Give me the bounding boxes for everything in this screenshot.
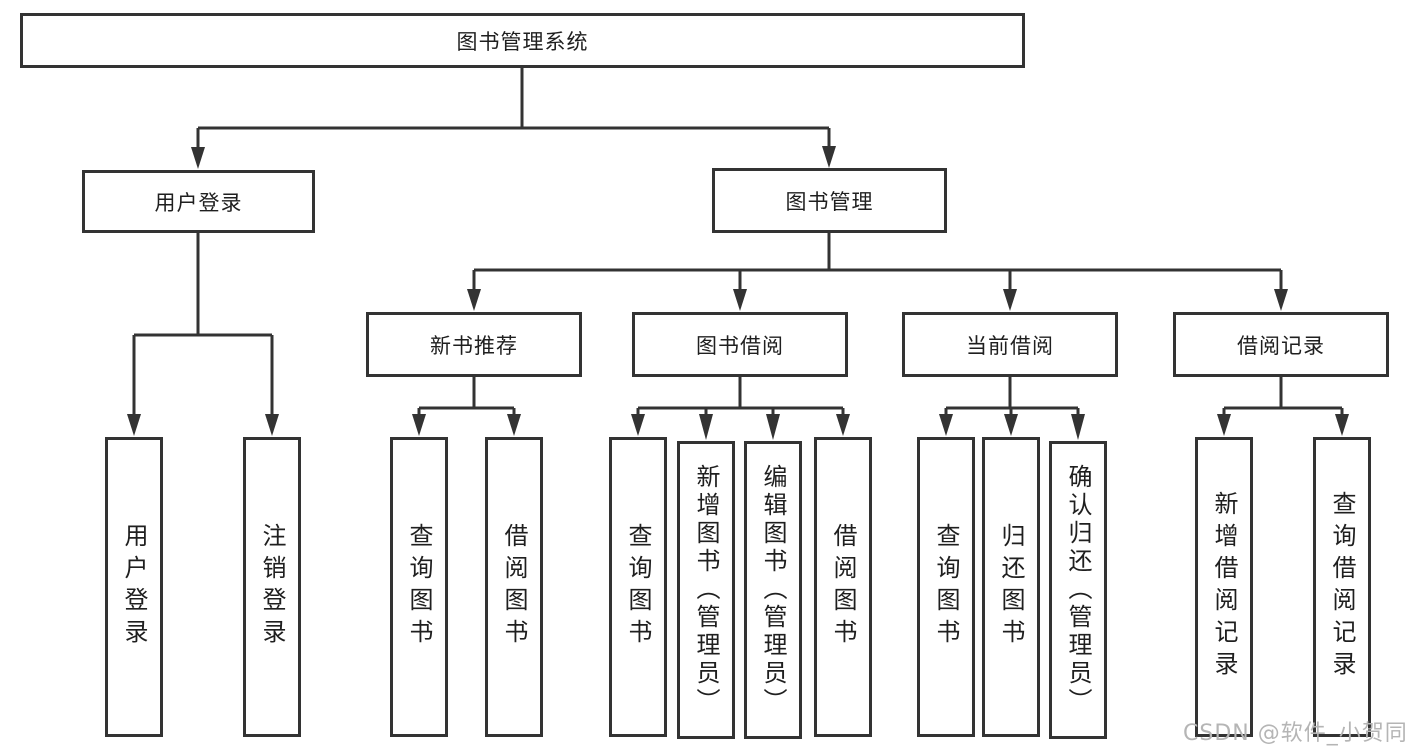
leaf-newbook-query-books: 查询图书 <box>390 437 448 737</box>
node-label: 图书管理 <box>785 189 874 214</box>
node-label: 新书推荐 <box>430 333 518 358</box>
leaf-label: 查询借阅记录 <box>1328 491 1356 683</box>
csdn-watermark: CSDN @软件_小贺同学 <box>1183 721 1405 746</box>
leaf-current-confirm-return-admin: 确认归还（管理员） <box>1049 441 1107 739</box>
node-book-management: 图书管理 <box>712 168 947 233</box>
leaf-current-query-books: 查询图书 <box>917 437 975 737</box>
leaf-label: 确认归还（管理员） <box>1064 464 1092 716</box>
leaf-user-login: 用户登录 <box>105 437 163 737</box>
leaf-label: 查询图书 <box>932 523 960 651</box>
leaf-label: 用户登录 <box>120 523 148 651</box>
node-label: 当前借阅 <box>966 333 1054 358</box>
leaf-records-add-record: 新增借阅记录 <box>1195 437 1253 737</box>
leaf-records-query-record: 查询借阅记录 <box>1313 437 1371 737</box>
leaf-label: 借阅图书 <box>829 523 857 651</box>
node-label: 图书借阅 <box>696 333 784 358</box>
node-system-root: 图书管理系统 <box>20 13 1025 68</box>
leaf-borrow-add-books-admin: 新增图书（管理员） <box>677 441 735 739</box>
node-label: 用户登录 <box>154 190 243 215</box>
node-label: 借阅记录 <box>1237 333 1325 358</box>
node-borrow-records: 借阅记录 <box>1173 312 1389 377</box>
leaf-borrow-query-books: 查询图书 <box>609 437 667 737</box>
leaf-label: 查询图书 <box>624 523 652 651</box>
leaf-label: 新增图书（管理员） <box>692 464 720 716</box>
leaf-label: 查询图书 <box>405 523 433 651</box>
node-label: 图书管理系统 <box>456 29 589 54</box>
leaf-current-return-books: 归还图书 <box>982 437 1040 737</box>
leaf-logout: 注销登录 <box>243 437 301 737</box>
leaf-label: 注销登录 <box>258 523 286 651</box>
leaf-label: 新增借阅记录 <box>1210 491 1238 683</box>
node-user-login: 用户登录 <box>82 170 315 233</box>
leaf-label: 归还图书 <box>997 523 1025 651</box>
leaf-newbook-borrow-books: 借阅图书 <box>485 437 543 737</box>
node-new-book-recommend: 新书推荐 <box>366 312 582 377</box>
arrowheads <box>127 146 1349 440</box>
node-current-borrow: 当前借阅 <box>902 312 1118 377</box>
node-book-borrow: 图书借阅 <box>632 312 848 377</box>
leaf-label: 借阅图书 <box>500 523 528 651</box>
leaf-label: 编辑图书（管理员） <box>759 464 787 716</box>
leaf-borrow-borrow-books: 借阅图书 <box>814 437 872 737</box>
leaf-borrow-edit-books-admin: 编辑图书（管理员） <box>744 441 802 739</box>
